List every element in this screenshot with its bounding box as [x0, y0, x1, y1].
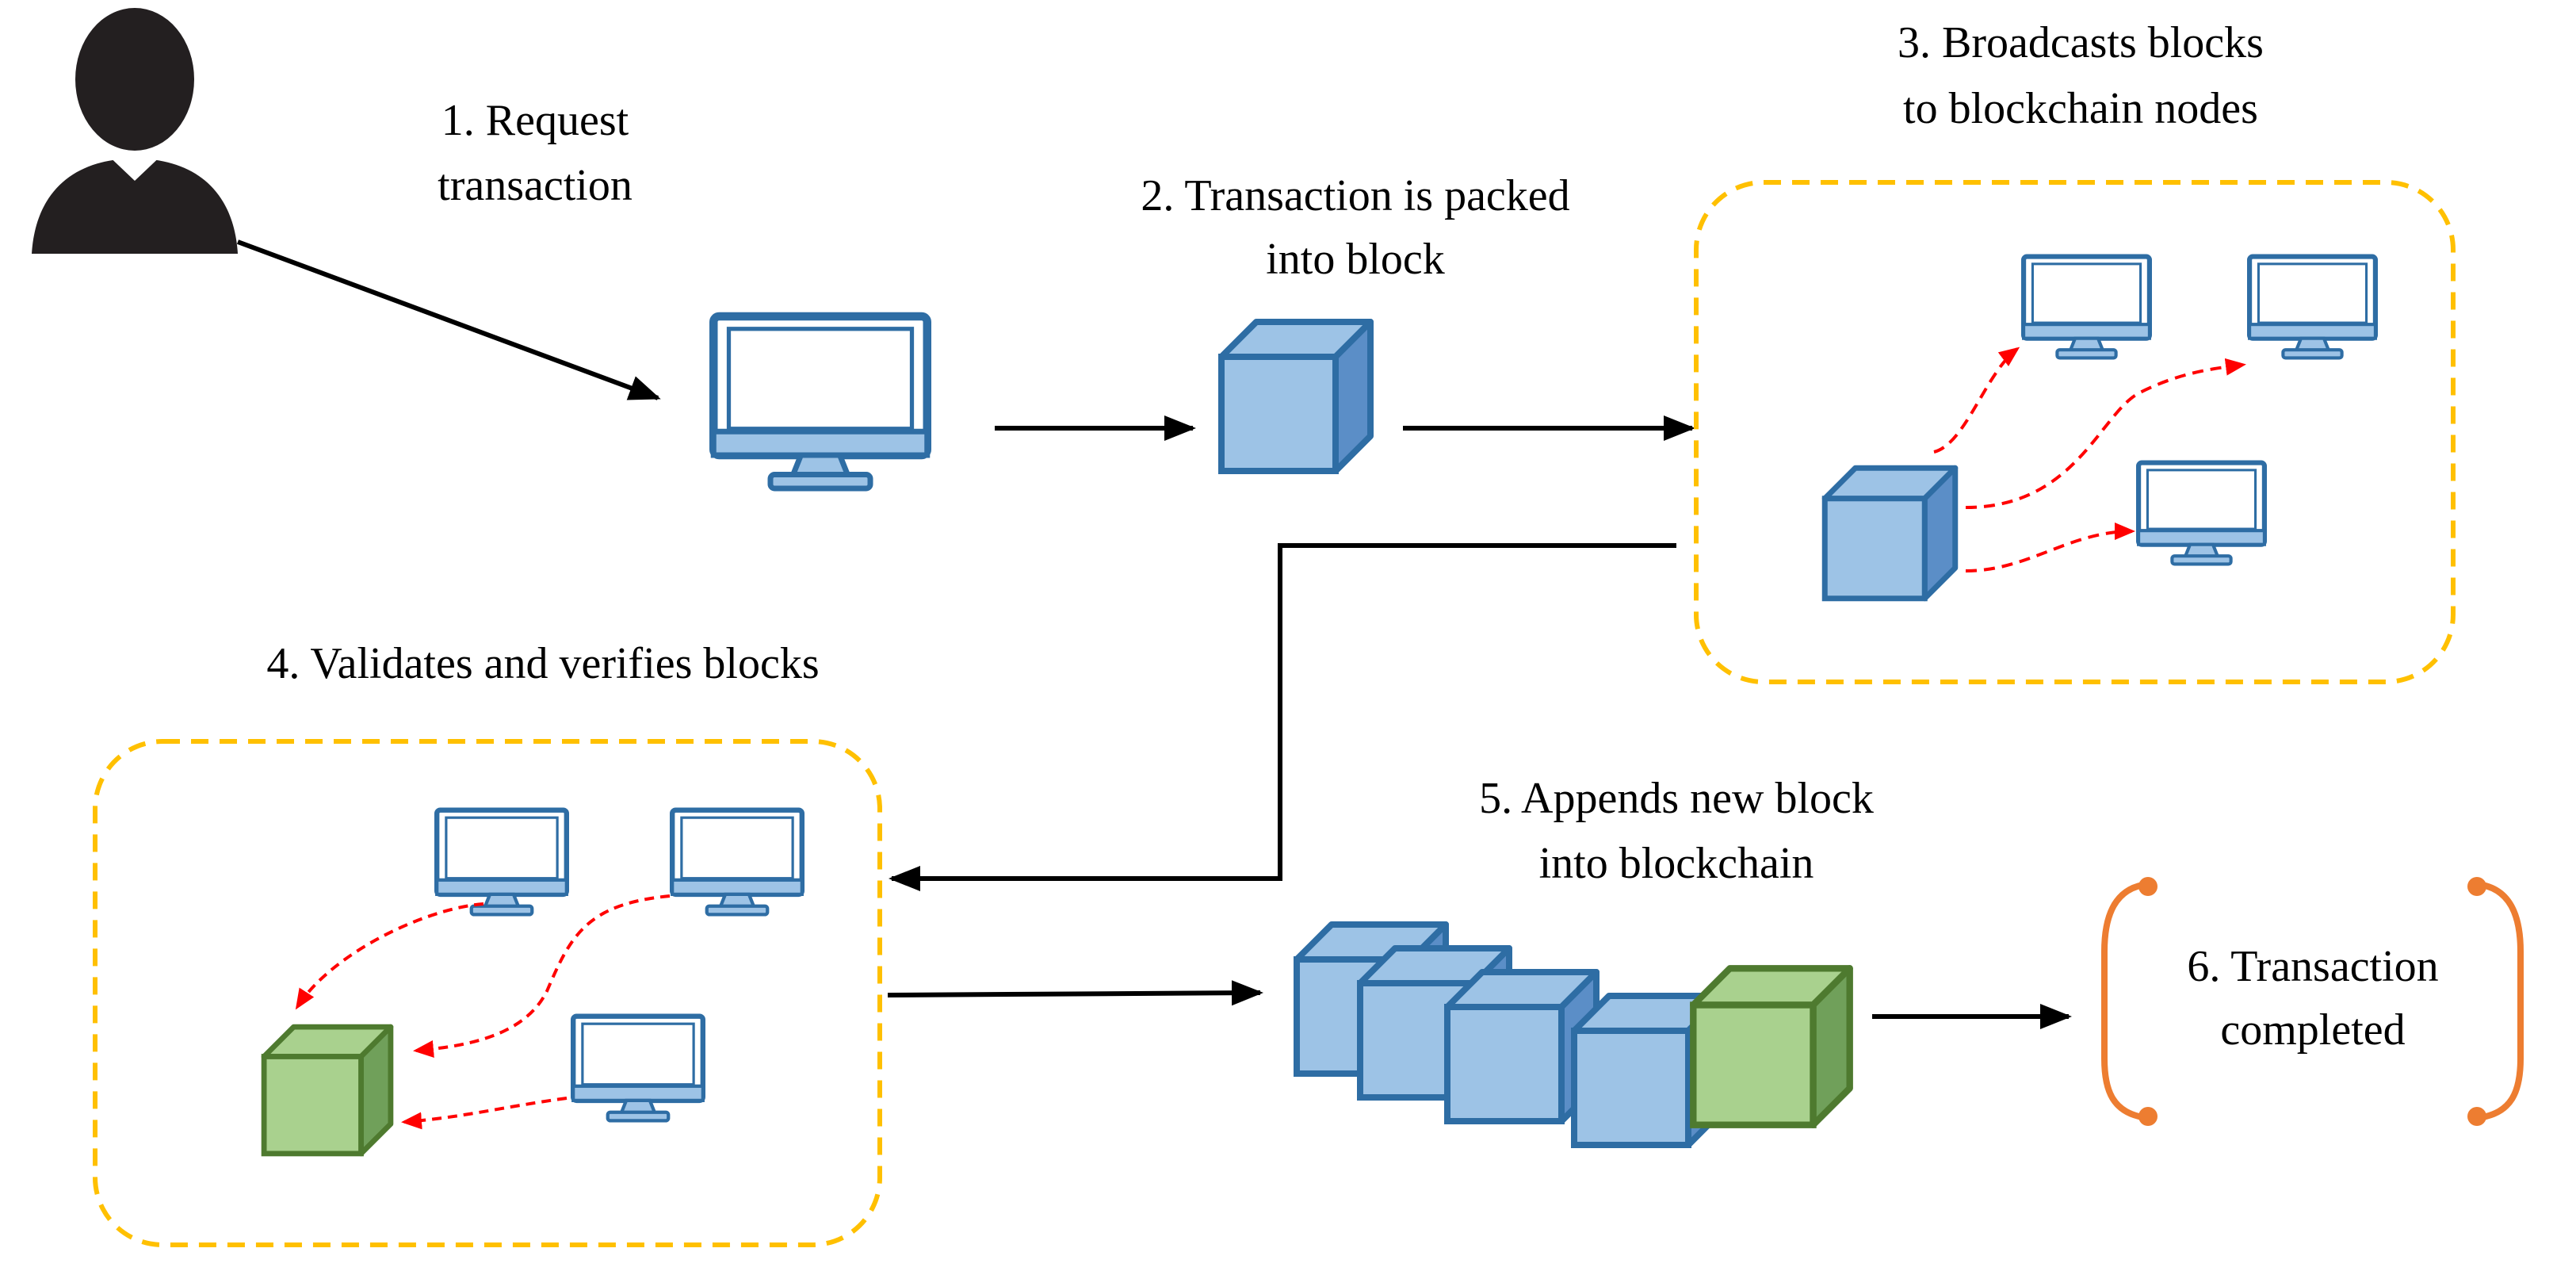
step1-label-line1: 1. Request — [441, 96, 629, 145]
step5-label-line1: 5. Appends new block — [1479, 774, 1874, 823]
step1-label-line2: transaction — [438, 161, 633, 210]
arrow-user-to-computer — [236, 239, 661, 400]
bracket-end-dots — [2138, 877, 2486, 1126]
packed-block-icon — [1221, 322, 1370, 471]
arrow-validate-to-chain — [887, 980, 1263, 1006]
step3-label-line1: 3. Broadcasts blocks — [1898, 18, 2264, 67]
new-block-icon — [1693, 968, 1849, 1124]
arrow-broadcast-to-validate — [889, 543, 1676, 891]
validation-group-box — [93, 739, 882, 1247]
verify-arrow — [295, 902, 484, 1010]
node-computer-icon — [2138, 463, 2265, 565]
completion-bracket — [2101, 881, 2524, 1121]
blockchain-group — [1297, 925, 1850, 1145]
step3-label-line2: to blockchain nodes — [1903, 84, 2258, 133]
broadcast-block-icon — [1825, 468, 1955, 599]
client-computer-icon — [713, 316, 927, 488]
step5-label-line2: into blockchain — [1539, 839, 1814, 888]
broadcast-arrow — [1933, 347, 2020, 454]
node-computer-icon — [2249, 257, 2375, 358]
node-computer-icon — [2024, 257, 2150, 358]
step6-label-line1: 6. Transaction — [2187, 942, 2438, 991]
step2-label-line2: into block — [1266, 235, 1445, 284]
step6-label-line2: completed — [2220, 1005, 2405, 1055]
verify-arrow — [413, 894, 671, 1058]
node-computer-icon — [437, 810, 567, 915]
verify-arrow — [401, 1097, 568, 1130]
node-computer-icon — [573, 1017, 703, 1121]
step4-label: 4. Validates and verifies blocks — [266, 639, 819, 688]
validated-block-icon — [264, 1027, 391, 1154]
broadcast-arrow — [1965, 358, 2246, 509]
broadcast-arrow — [1965, 523, 2135, 572]
step2-label-line1: 2. Transaction is packed — [1141, 171, 1569, 220]
user-silhouette-icon — [32, 8, 238, 254]
node-computer-icon — [672, 810, 802, 915]
